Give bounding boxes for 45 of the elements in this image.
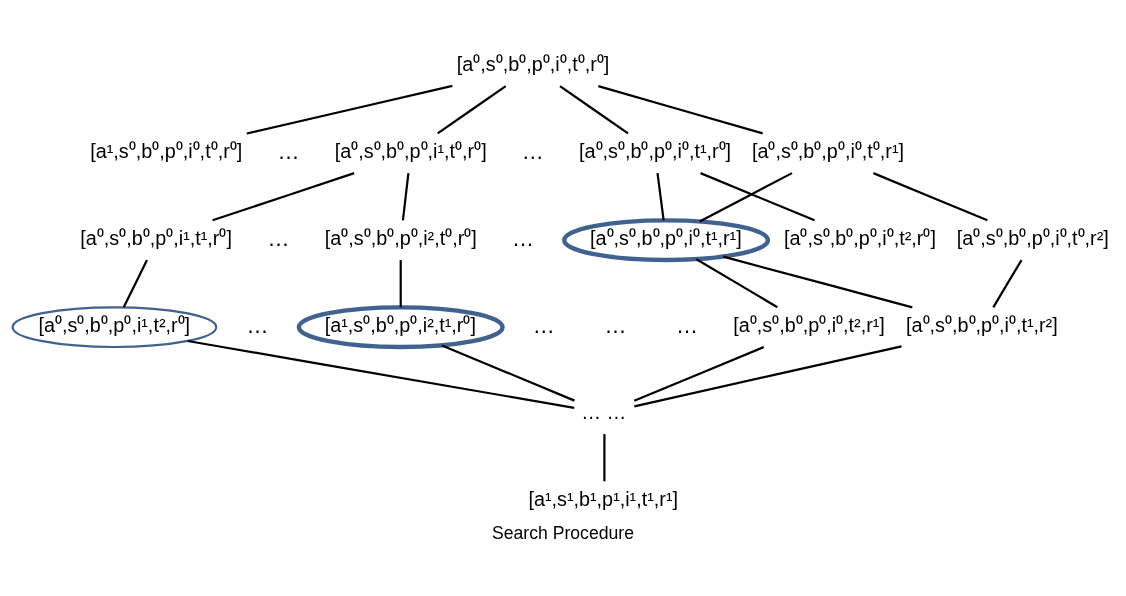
node-text: [a⁰,s⁰,b⁰,p⁰,i⁰,t⁰,r²]: [956, 227, 1109, 250]
connector: [992, 259, 1023, 308]
connector: [122, 259, 148, 308]
connector: [634, 345, 902, 408]
connector: [699, 172, 793, 223]
node-text: [a⁰,s⁰,b⁰,p⁰,i⁰,t²,r⁰]: [783, 227, 936, 250]
label: …: [511, 225, 534, 251]
label: …: [267, 225, 290, 251]
node-ellipse: [a⁰,s⁰,b⁰,p⁰,i⁰,t¹,r¹]: [562, 218, 771, 263]
connector: [603, 434, 606, 482]
connector: [872, 172, 988, 222]
connector: [399, 260, 402, 308]
node-text: [a⁰,s⁰,b⁰,p⁰,i⁰,t⁰,r⁰]: [456, 53, 610, 76]
connector: [441, 344, 575, 402]
connector: [187, 339, 575, 409]
node-text: [a⁰,s⁰,b⁰,p⁰,i⁰,t²,r¹]: [733, 314, 885, 337]
connector: [656, 173, 665, 221]
caption: Search Procedure: [492, 523, 634, 544]
label: …: [675, 312, 698, 338]
connector: [212, 172, 355, 222]
connector: [559, 85, 629, 135]
connector: [246, 84, 453, 135]
node-text: [a⁰,s⁰,b⁰,p⁰,i¹,t⁰,r⁰]: [334, 140, 487, 163]
node-text: [a⁰,s⁰,b⁰,p⁰,i⁰,t¹,r⁰]: [579, 140, 732, 163]
connector: [598, 85, 763, 135]
node-ellipse: [a⁰,s⁰,b⁰,p⁰,i¹,t²,r⁰]: [11, 306, 218, 349]
node-ellipse: [a¹,s⁰,b⁰,p⁰,i²,t¹,r⁰]: [296, 305, 505, 350]
label: …: [604, 312, 627, 338]
node-text: [a⁰,s⁰,b⁰,p⁰,i⁰,t⁰,r¹]: [751, 140, 904, 163]
node-text: [a⁰,s⁰,b⁰,p⁰,i¹,t¹,r⁰]: [80, 227, 232, 250]
label: …: [246, 312, 269, 338]
node-text: [a¹,s¹,b¹,p¹,i¹,t¹,r¹]: [528, 487, 679, 510]
node-text: [a¹,s⁰,b⁰,p⁰,i⁰,t⁰,r⁰]: [90, 140, 243, 163]
connector: [695, 258, 778, 309]
label: …: [277, 138, 300, 164]
connector: [401, 173, 410, 221]
connector: [700, 172, 815, 222]
connector: [723, 255, 913, 309]
node-text: [a⁰,s⁰,b⁰,p⁰,i⁰,t¹,r²]: [906, 314, 1058, 337]
node-text: … …: [581, 401, 627, 424]
node-text: [a⁰,s⁰,b⁰,p⁰,i²,t⁰,r⁰]: [324, 227, 477, 250]
label: …: [532, 312, 555, 338]
connector: [437, 85, 507, 135]
label: …: [521, 138, 544, 164]
connector: [633, 346, 765, 402]
